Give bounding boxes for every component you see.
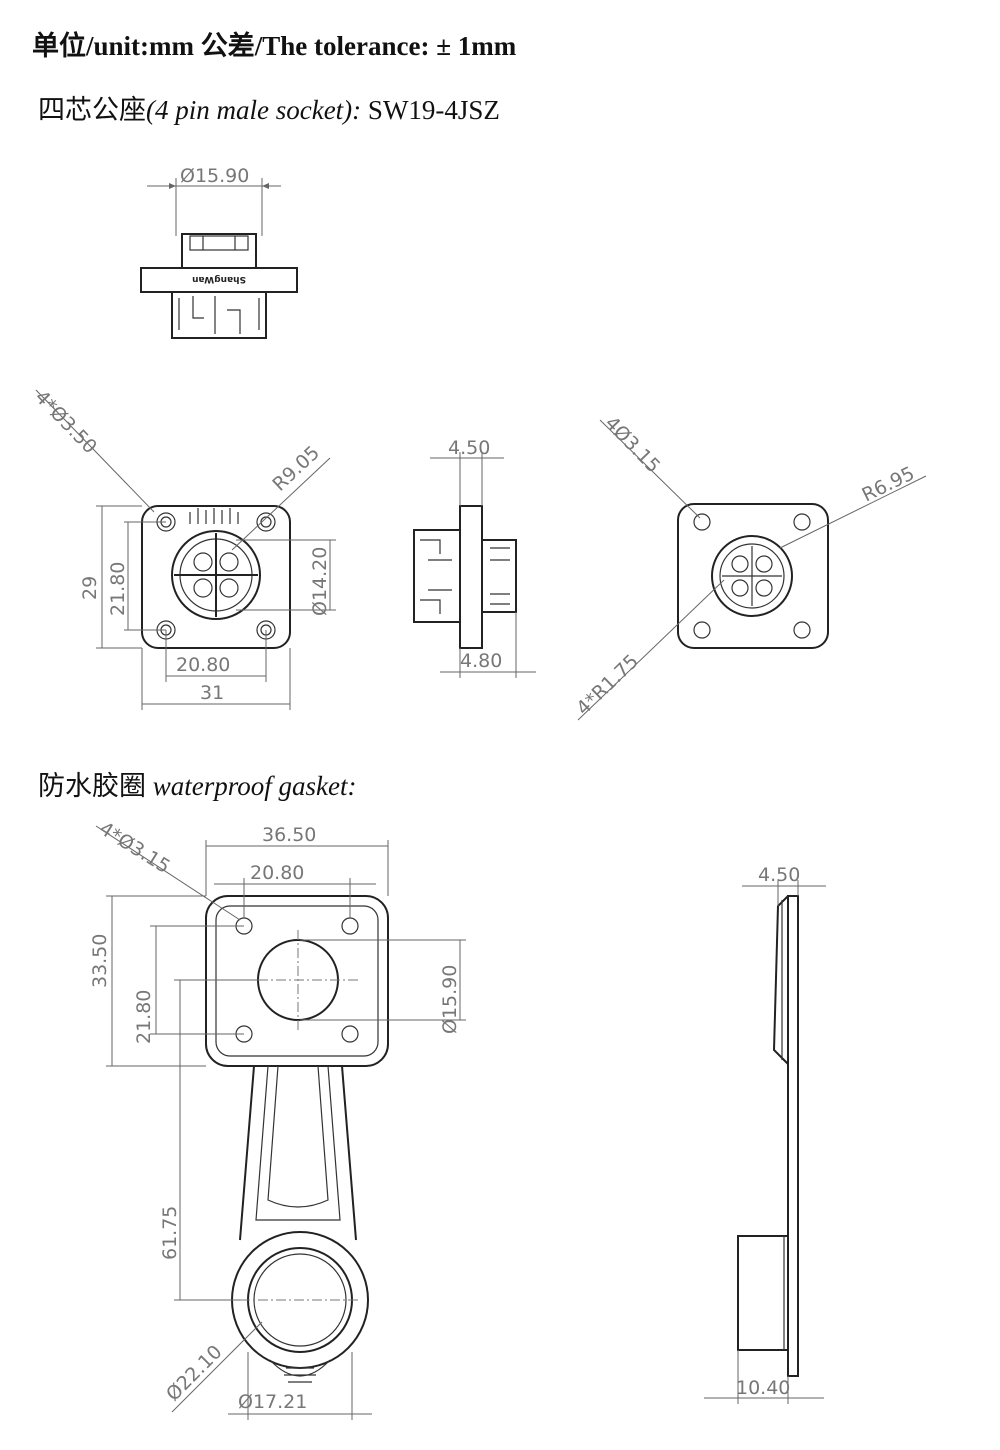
gasket-name-cn: 防水胶圈 xyxy=(38,771,146,801)
dim-front-height-outer: 29 xyxy=(79,576,101,600)
dim-gasket-cap-width: 10.40 xyxy=(736,1377,790,1399)
product-heading: 四芯公座(4 pin male socket): SW19-4JSZ xyxy=(38,88,500,127)
dim-gasket-width-inner: 20.80 xyxy=(250,862,304,884)
socket-side-view: 4.50 4.80 xyxy=(413,437,536,678)
dim-rear-corner: 4*R1.75 xyxy=(572,650,643,719)
dim-front-holes: 4*Ø3.50 xyxy=(30,386,101,458)
dim-rear-radius: R6.95 xyxy=(859,462,919,506)
side-rear-boss xyxy=(481,539,517,613)
dim-gasket-tail-length: 61.75 xyxy=(159,1206,181,1260)
product-model: SW19-4JSZ xyxy=(367,95,500,125)
dim-gasket-height-outer: 33.50 xyxy=(89,934,111,988)
side-thread xyxy=(413,529,461,623)
side-flange xyxy=(459,505,483,649)
dim-gasket-ring-inner: Ø17.21 xyxy=(238,1391,307,1413)
connector-top-body xyxy=(181,233,257,269)
gasket-front-view: 36.50 20.80 4*Ø3.15 33.50 21.80 Ø15.90 6… xyxy=(89,818,466,1420)
rear-center-ring xyxy=(711,535,793,617)
socket-front-view: 4*Ø3.50 R9.05 29 21.80 Ø14.20 20.80 31 xyxy=(30,386,336,710)
product-name-cn: 四芯公座 xyxy=(38,95,146,125)
dim-gasket-holes: 4*Ø3.15 xyxy=(95,818,174,878)
gasket-side-strip xyxy=(787,895,799,1377)
dim-rear-holes: 4Ø3.15 xyxy=(600,412,664,477)
connector-top-flange xyxy=(140,267,298,293)
dim-gasket-height-inner: 21.80 xyxy=(133,990,155,1044)
dim-gasket-ring-outer: Ø22.10 xyxy=(162,1341,227,1406)
page-title-units: 单位/unit:mm 公差/The tolerance: ± 1mm xyxy=(32,31,517,61)
dim-front-diameter: Ø14.20 xyxy=(309,547,331,616)
gasket-outer xyxy=(205,895,389,1067)
product-name-en: (4 pin male socket): xyxy=(146,95,362,125)
dim-side-offset: 4.80 xyxy=(460,650,502,672)
dim-gasket-width-outer: 36.50 xyxy=(262,824,316,846)
dim-front-width-outer: 31 xyxy=(200,682,224,704)
brand-label: ShangWan xyxy=(192,274,246,284)
dim-side-flange: 4.50 xyxy=(448,437,490,459)
gasket-name-en: waterproof gasket: xyxy=(152,771,357,801)
dim-gasket-center-hole: Ø15.90 xyxy=(439,965,461,1034)
dim-front-width-inner: 20.80 xyxy=(176,654,230,676)
dim-front-height-inner: 21.80 xyxy=(107,562,129,616)
dim-gasket-side-thickness: 4.50 xyxy=(758,864,800,886)
connector-top-thread xyxy=(171,292,267,339)
socket-top-view: Ø15.90 ShangWan xyxy=(140,165,298,339)
gasket-tail xyxy=(239,1065,357,1241)
dim-top-diameter: Ø15.90 xyxy=(180,165,249,187)
front-flange xyxy=(141,505,291,649)
gasket-side-cap xyxy=(737,1235,789,1351)
gasket-side-view: 4.50 10.40 xyxy=(704,864,826,1404)
dim-front-radius: R9.05 xyxy=(268,442,324,496)
socket-rear-view: 4Ø3.15 R6.95 4*R1.75 xyxy=(572,412,927,721)
gasket-side-lip xyxy=(772,895,789,1065)
gasket-heading: 防水胶圈 waterproof gasket: xyxy=(38,764,356,803)
rear-flange xyxy=(677,503,829,649)
front-center-ring xyxy=(171,530,261,620)
